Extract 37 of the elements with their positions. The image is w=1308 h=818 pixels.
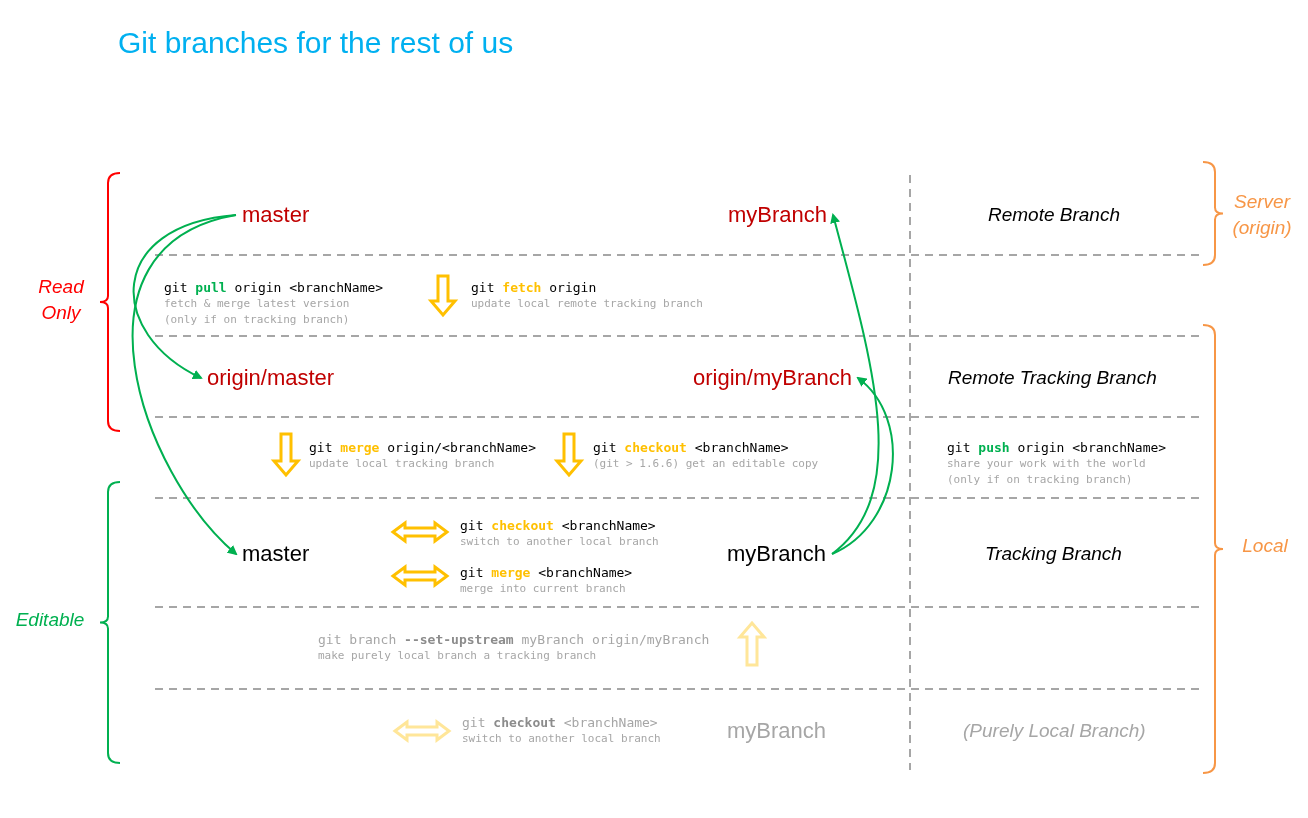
- branch-name: myBranch: [728, 202, 828, 228]
- row-label: Remote Tracking Branch: [948, 366, 1157, 390]
- branch-name: master: [242, 202, 310, 228]
- branch-name: origin/master: [207, 365, 335, 391]
- description-text: switch to another local branch: [460, 534, 659, 550]
- curved-arrow: [830, 213, 880, 555]
- row-label: Remote Branch: [988, 203, 1120, 227]
- bracket-label: Editable: [14, 608, 86, 632]
- branch-name: myBranch: [727, 718, 827, 744]
- branch-name: origin/myBranch: [693, 365, 852, 391]
- description-text: switch to another local branch: [462, 731, 661, 747]
- command-text: git branch --set-upstream myBranch origin/myBranch: [318, 632, 710, 648]
- bracket-label: Local: [1241, 534, 1289, 558]
- command-text: git checkout <branchName>: [593, 440, 789, 456]
- bracket-label: Server (origin): [1231, 190, 1293, 240]
- title: Git branches for the rest of us: [118, 26, 514, 60]
- description-text: fetch & merge latest version (only if on tracking branch): [164, 296, 351, 328]
- description-text: update local tracking branch: [309, 456, 495, 472]
- description-text: (git > 1.6.6) get an editable copy: [593, 456, 819, 472]
- command-text: git pull origin <branchName>: [164, 280, 384, 296]
- description-text: make purely local branch a tracking branch: [318, 648, 597, 664]
- row-label: (Purely Local Branch): [963, 719, 1146, 743]
- command-text: git checkout <branchName>: [460, 518, 656, 534]
- curved-arrow: [131, 214, 238, 556]
- description-text: update local remote tracking branch: [471, 296, 703, 312]
- branch-name: myBranch: [727, 541, 827, 567]
- command-text: git merge origin/<branchName>: [309, 440, 536, 456]
- curved-arrow: [831, 376, 894, 555]
- command-text: git push origin <branchName>: [947, 440, 1167, 456]
- bracket-label: Read Only: [37, 275, 86, 325]
- command-text: git merge <branchName>: [460, 565, 633, 581]
- description-text: share your work with the world (only if on tracking branch): [947, 456, 1147, 488]
- command-text: git fetch origin: [471, 280, 597, 296]
- description-text: merge into current branch: [460, 581, 626, 597]
- row-label: Tracking Branch: [985, 542, 1122, 566]
- command-text: git checkout <branchName>: [462, 715, 658, 731]
- branch-name: master: [242, 541, 310, 567]
